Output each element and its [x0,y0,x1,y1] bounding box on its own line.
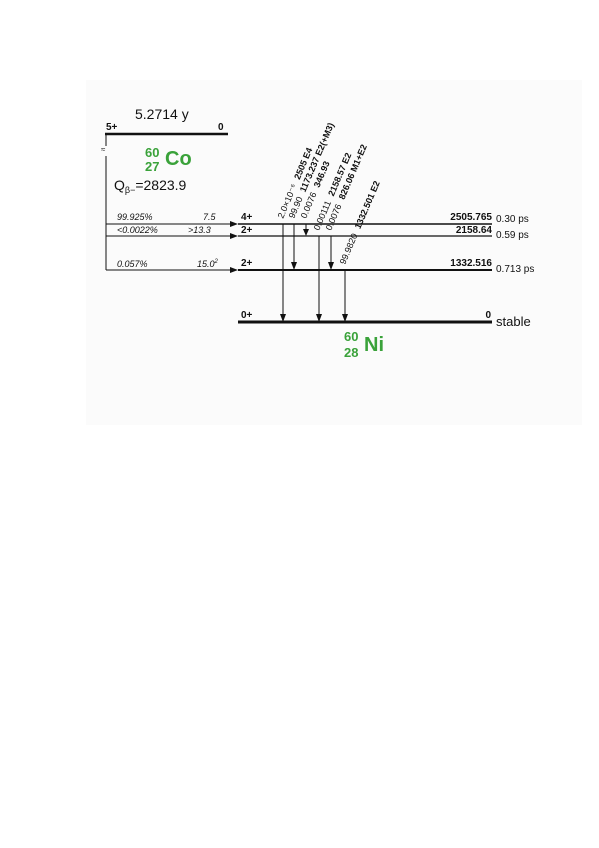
parent-symbol: Co [165,148,192,170]
daughter-atomic-number: 28 [344,345,358,360]
daughter-symbol: Ni [364,334,384,356]
feeding-4plus: 99.925% [117,212,153,222]
gamma-arrow-1173 [291,262,297,270]
parent-atomic-number: 27 [145,159,159,174]
parent-half-life: 5.2714 y [135,106,189,122]
daughter-mass-number: 60 [344,329,358,344]
lifetime-2plus-high: 0.59 ps [496,230,529,241]
gamma-arrow-2505 [280,314,286,322]
gamma-arrow-347 [303,229,309,236]
spin-2plus-low: 2+ [241,258,253,269]
feeding-2plus-high: <0.0022% [117,225,158,235]
axis-break-mark: ≈ [101,145,106,154]
q-value-label: Qβ−=2823.9 [114,177,187,195]
beta-arrow-2plus-high [230,233,238,239]
logft-4plus: 7.5 [203,212,217,222]
energy-2plus-high: 2158.64 [456,225,493,236]
lifetime-2plus-low: 0.713 ps [496,264,534,275]
spin-ground: 0+ [241,310,253,321]
beta-arrow-2plus-low [230,267,238,273]
lifetime-4plus: 0.30 ps [496,214,529,225]
gamma-arrow-1332 [342,314,348,322]
logft-2plus-high: >13.3 [188,225,211,235]
gamma-arrow-826 [328,262,334,270]
energy-2plus-low: 1332.516 [450,258,492,269]
lifetime-ground: stable [496,314,531,329]
spin-2plus-high: 2+ [241,225,253,236]
gamma-arrow-2158 [316,314,322,322]
energy-ground: 0 [485,310,491,321]
parent-energy: 0 [218,122,224,133]
decay-scheme-panel [86,80,582,425]
beta-arrow-4plus [230,221,238,227]
parent-mass-number: 60 [145,145,159,160]
logft-2plus-low: 15.02 [197,259,219,269]
spin-4plus: 4+ [241,212,253,223]
feeding-2plus-low: 0.057% [117,259,148,269]
energy-4plus: 2505.765 [450,212,492,223]
parent-spin: 5+ [106,122,118,133]
